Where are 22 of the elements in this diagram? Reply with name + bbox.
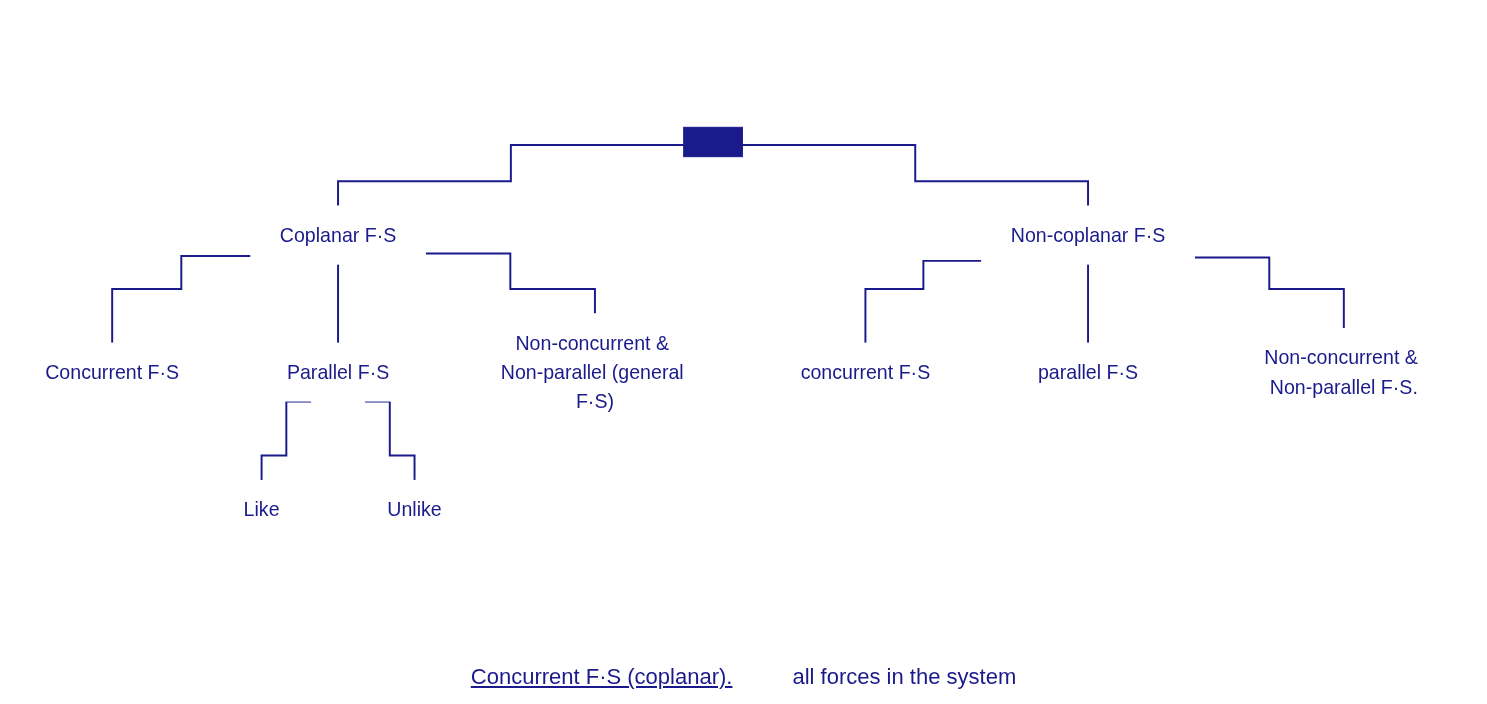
connector — [364, 400, 416, 481]
node-text: concurrent F·S — [800, 361, 931, 383]
connector — [337, 263, 340, 344]
node-text: Unlike — [387, 498, 442, 521]
connector — [260, 400, 313, 481]
node-bar — [683, 126, 743, 158]
section-heading: Concurrent F·S (coplanar). — [470, 664, 733, 690]
connector — [337, 144, 685, 207]
node-text: Non-concurrent & Non-parallel F·S. — [1264, 346, 1418, 398]
node-text: parallel F·S — [1037, 361, 1139, 383]
node-text: Like — [243, 498, 280, 521]
node-text: Non-coplanar F·S — [1010, 224, 1166, 246]
node-text: Coplanar F·S — [279, 224, 397, 246]
connector — [864, 259, 983, 344]
connector — [741, 144, 1089, 207]
connector — [111, 254, 252, 344]
node-text: Concurrent F·S — [45, 361, 180, 383]
connector — [1193, 256, 1345, 330]
note-text: all forces in the system — [792, 664, 1017, 690]
node-text: Non-concurrent & Non-parallel (general F·S) — [500, 332, 684, 413]
connector — [424, 252, 596, 315]
connector — [1087, 263, 1089, 344]
